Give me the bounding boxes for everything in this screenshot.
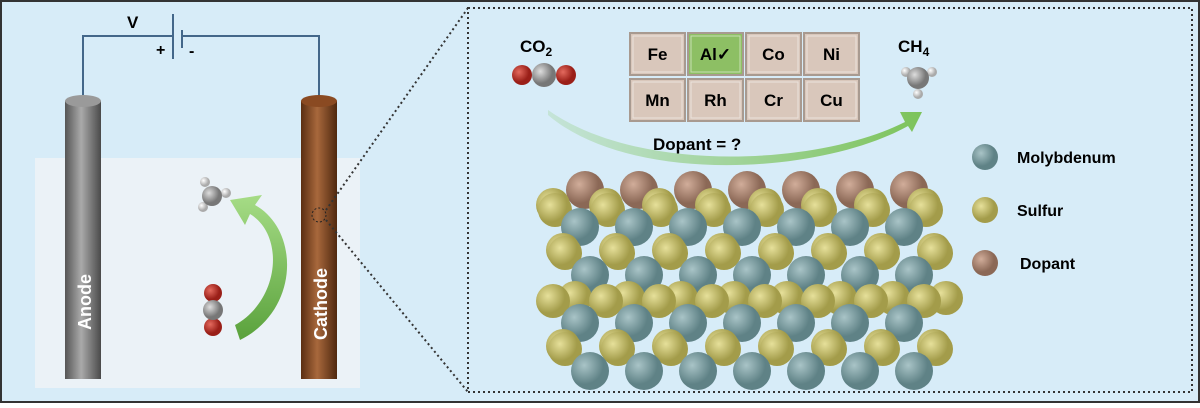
cathode-label: Cathode: [311, 268, 331, 340]
dopant-tile: Mn: [629, 78, 686, 122]
molybdenum-atom: [777, 208, 815, 246]
dopant-tile-label: Co: [762, 45, 785, 64]
sulfur-atom: [801, 284, 835, 318]
sulfur-atom: [919, 236, 953, 270]
legend-label-molybdenum: Molybdenum: [1017, 150, 1116, 167]
reaction-arrow: [548, 110, 922, 166]
dopant-tile: Al✓: [687, 32, 744, 76]
dopant-tile: Co: [745, 32, 802, 76]
anode-label: Anode: [75, 274, 95, 330]
sulfur-atom: [644, 193, 678, 227]
sulfur-atom: [707, 332, 741, 366]
molybdenum-atom: [787, 352, 825, 390]
sulfur-atom: [589, 284, 623, 318]
molybdenum-atom: [895, 352, 933, 390]
molybdenum-atom: [885, 304, 923, 342]
sulfur-atom: [866, 236, 900, 270]
dopant-tile-label: Cu: [820, 91, 843, 110]
molybdenum-atom: [625, 352, 663, 390]
sulfur-atom: [536, 284, 570, 318]
molybdenum-atom: [733, 352, 771, 390]
co2-label: CO2: [520, 37, 553, 59]
dopant-tile-label: Cr: [764, 91, 783, 110]
co2-molecule: [512, 63, 576, 87]
dopant-tile: Fe: [629, 32, 686, 76]
sulfur-atom: [695, 284, 729, 318]
conversion-arrow: [230, 195, 288, 340]
dopant-tile-label: Mn: [645, 91, 670, 110]
molybdenum-atom: [723, 304, 761, 342]
minus-label: -: [189, 43, 194, 60]
legend-swatch-dopant: [972, 250, 998, 276]
molybdenum-atom: [885, 208, 923, 246]
anode: Anode: [65, 95, 101, 379]
dopant-question: Dopant = ?: [653, 135, 741, 154]
dopant-tile: Ni: [803, 32, 860, 76]
sulfur-atom: [813, 332, 847, 366]
legend-swatch-molybdenum: [972, 144, 998, 170]
molybdenum-atom: [831, 208, 869, 246]
sulfur-atom: [866, 332, 900, 366]
voltage-label: V: [127, 13, 139, 32]
sulfur-atom: [548, 236, 582, 270]
dopant-tile: Rh: [687, 78, 744, 122]
sulfur-atom: [601, 332, 635, 366]
sulfur-atom: [591, 193, 625, 227]
sulfur-atom: [697, 193, 731, 227]
legend-label-dopant: Dopant: [1020, 256, 1076, 273]
dopant-tile-label: Rh: [704, 91, 727, 110]
dopant-tile: Cr: [745, 78, 802, 122]
sulfur-atom: [654, 236, 688, 270]
sulfur-atom: [919, 332, 953, 366]
ch4-molecule-small: [198, 177, 231, 212]
sulfur-atom: [813, 236, 847, 270]
zoom-line-bottom: [325, 219, 469, 393]
circuit: V + -: [82, 13, 320, 100]
plus-label: +: [156, 42, 165, 59]
molybdenum-atom: [679, 352, 717, 390]
sulfur-atom: [760, 236, 794, 270]
molybdenum-atom: [777, 304, 815, 342]
molybdenum-atom: [831, 304, 869, 342]
molybdenum-atom: [571, 352, 609, 390]
legend-swatch-sulfur: [972, 197, 998, 223]
dopant-tile: Cu: [803, 78, 860, 122]
sulfur-atom: [760, 332, 794, 366]
legend-label-sulfur: Sulfur: [1017, 203, 1063, 220]
sulfur-atom: [748, 284, 782, 318]
co2-molecule-small: [203, 284, 223, 336]
sulfur-atom: [642, 284, 676, 318]
molybdenum-atom: [841, 352, 879, 390]
mos2-lattice: [536, 171, 963, 390]
sulfur-atom: [548, 332, 582, 366]
zoom-line-top: [325, 7, 469, 211]
sulfur-atom: [601, 236, 635, 270]
legend: Molybdenum Sulfur Dopant: [972, 144, 1116, 276]
dopant-tile-label: Al✓: [700, 45, 731, 64]
dopant-tile-label: Ni: [823, 45, 840, 64]
ch4-molecule: [901, 67, 937, 99]
ch4-label: CH4: [898, 37, 930, 59]
sulfur-atom: [654, 332, 688, 366]
dopant-tile-label: Fe: [648, 45, 668, 64]
molybdenum-atom: [723, 208, 761, 246]
sulfur-atom: [707, 236, 741, 270]
cathode: Cathode: [301, 95, 337, 379]
